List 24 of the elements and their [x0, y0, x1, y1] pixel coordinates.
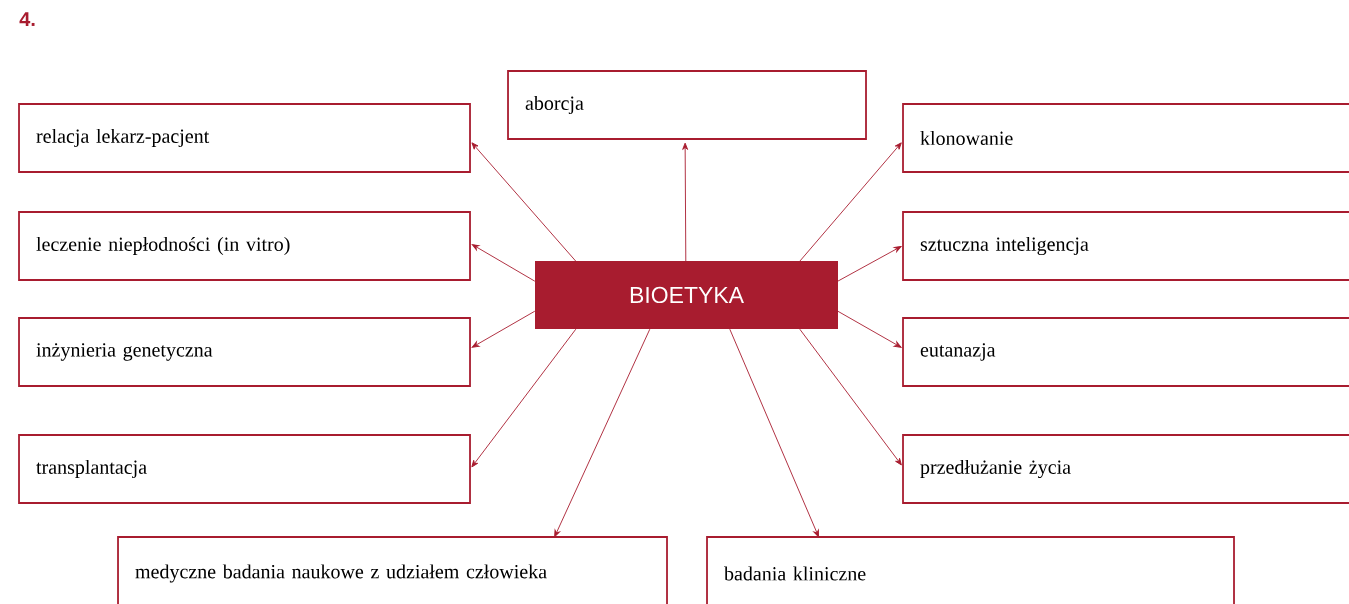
- arrow: [837, 246, 902, 282]
- arrow: [682, 142, 689, 262]
- arrow: [799, 328, 902, 466]
- arrow: [471, 310, 536, 348]
- topic-box: leczenie niepłodności (in vitro): [18, 211, 471, 281]
- arrow: [471, 142, 577, 262]
- arrow: [729, 328, 820, 538]
- arrow: [471, 244, 536, 282]
- topic-box: przedłużanie życia: [902, 434, 1349, 504]
- topic-box: transplantacja: [18, 434, 471, 504]
- topic-box: medyczne badania naukowe z udziałem człowieka: [117, 536, 668, 604]
- arrow: [799, 142, 902, 262]
- topic-box: badania kliniczne: [706, 536, 1235, 604]
- arrow: [837, 310, 902, 348]
- arrow: [471, 328, 577, 468]
- topic-box: relacja lekarz-pacjent: [18, 103, 471, 173]
- arrow: [554, 328, 651, 538]
- topic-box: klonowanie: [902, 103, 1349, 173]
- topic-box: eutanazja: [902, 317, 1349, 387]
- topic-box: BIOETYKA: [535, 261, 838, 329]
- topic-box: aborcja: [507, 70, 867, 140]
- topic-box: inżynieria genetyczna: [18, 317, 471, 387]
- heading-number: 4.: [19, 12, 35, 26]
- topic-box: sztuczna inteligencja: [902, 211, 1349, 281]
